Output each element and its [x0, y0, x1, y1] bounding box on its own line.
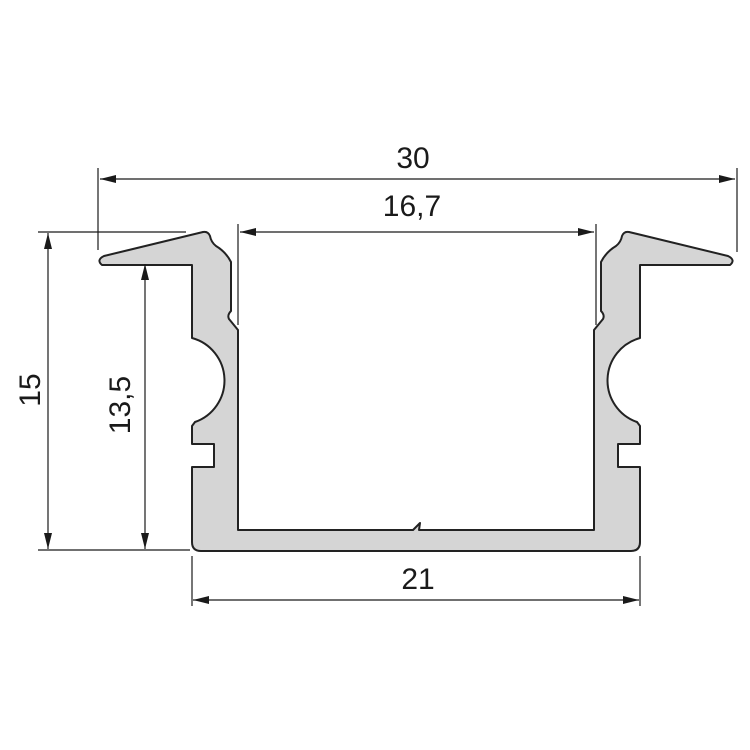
dimension-label-15: 15 [14, 373, 47, 406]
dimension-label-16-7: 16,7 [383, 190, 441, 223]
dimension-label-13-5: 13,5 [104, 376, 137, 434]
profile-section [98, 230, 734, 552]
dimension-label-21: 21 [401, 563, 434, 596]
profile-left-half [98, 230, 734, 552]
dimension-label-30: 30 [396, 142, 429, 175]
